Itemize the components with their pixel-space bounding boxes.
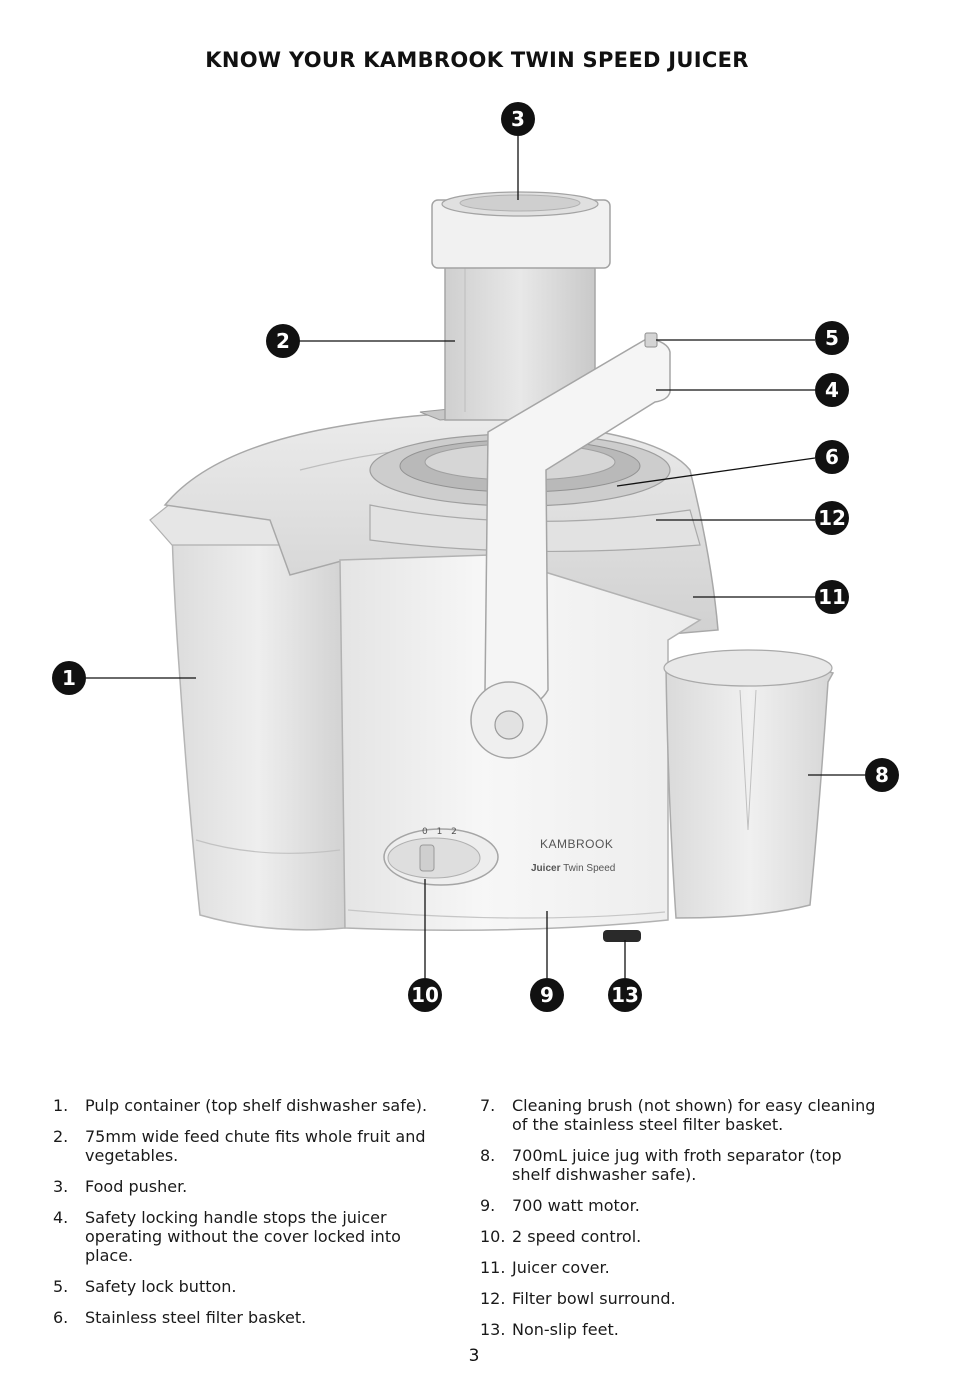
- callout-label: 13: [611, 983, 639, 1007]
- list-item-number: 9.: [480, 1196, 496, 1215]
- list-item: 4. Safety locking handle stops the juicer…: [53, 1208, 453, 1265]
- list-item-number: 5.: [53, 1277, 69, 1296]
- callout-12: 12: [815, 501, 849, 535]
- callout-label: 2: [276, 329, 290, 353]
- juice-jug: [663, 649, 835, 919]
- list-item: 7. Cleaning brush (not shown) for easy cl…: [480, 1096, 880, 1134]
- list-item-number: 4.: [53, 1208, 69, 1227]
- list-item-text: 700 watt motor.: [512, 1196, 640, 1215]
- list-item-text: Non-slip feet.: [512, 1320, 619, 1339]
- speed-control: 0 1 2: [383, 827, 499, 886]
- list-item: 9. 700 watt motor.: [480, 1196, 880, 1215]
- callout-label: 4: [825, 378, 839, 402]
- juicer-diagram: 0 1 2 KAMBROOK Juicer Twin Speed 1 2 3 4…: [52, 102, 899, 1012]
- list-item-text: Food pusher.: [85, 1177, 188, 1196]
- list-item-number: 12.: [480, 1289, 506, 1308]
- list-item: 13. Non-slip feet.: [480, 1320, 880, 1339]
- pulp-container: [149, 499, 346, 931]
- list-item: 12. Filter bowl surround.: [480, 1289, 880, 1308]
- callout-8: 8: [865, 758, 899, 792]
- list-item: 5. Safety lock button.: [53, 1277, 453, 1296]
- model-label: Juicer Twin Speed: [531, 863, 615, 874]
- list-item-number: 10.: [480, 1227, 506, 1246]
- callout-6: 6: [815, 440, 849, 474]
- list-item-text: Filter bowl surround.: [512, 1289, 676, 1308]
- list-item-text: 700mL juice jug with froth separator (to…: [512, 1146, 842, 1184]
- list-item-number: 13.: [480, 1320, 506, 1339]
- speed-marks: 0 1 2: [422, 827, 460, 837]
- callout-label: 9: [540, 983, 554, 1007]
- list-item: 10. 2 speed control.: [480, 1227, 880, 1246]
- list-item-number: 7.: [480, 1096, 496, 1115]
- callout-13: 13: [608, 978, 642, 1012]
- callout-3: 3: [501, 102, 535, 136]
- list-item-text: Pulp container (top shelf dishwasher saf…: [85, 1096, 428, 1115]
- callout-10: 10: [408, 978, 442, 1012]
- list-item-text: 75mm wide feed chute fits whole fruit an…: [85, 1127, 426, 1165]
- list-item: 11. Juicer cover.: [480, 1258, 880, 1277]
- callout-label: 5: [825, 326, 839, 350]
- callout-11: 11: [815, 580, 849, 614]
- callout-label: 6: [825, 445, 839, 469]
- callout-5: 5: [815, 321, 849, 355]
- list-item-text: Safety locking handle stops the juicer o…: [85, 1208, 401, 1265]
- list-item-number: 8.: [480, 1146, 496, 1165]
- list-item-text: Stainless steel filter basket.: [85, 1308, 307, 1327]
- callout-label: 11: [818, 585, 846, 609]
- callout-label: 1: [62, 666, 76, 690]
- safety-locking-handle: [470, 332, 671, 759]
- food-pusher: [431, 191, 611, 269]
- list-item-number: 3.: [53, 1177, 69, 1196]
- callout-9: 9: [530, 978, 564, 1012]
- list-item-number: 2.: [53, 1127, 69, 1146]
- list-item-number: 11.: [480, 1258, 506, 1277]
- model-label-strong: Juicer: [531, 863, 561, 874]
- list-item-number: 6.: [53, 1308, 69, 1327]
- non-slip-foot: [603, 930, 641, 942]
- callout-4: 4: [815, 373, 849, 407]
- list-item: 3. Food pusher.: [53, 1177, 453, 1196]
- list-item: 8. 700mL juice jug with froth separator (…: [480, 1146, 880, 1184]
- callout-1: 1: [52, 661, 86, 695]
- list-item: 6. Stainless steel filter basket.: [53, 1308, 453, 1327]
- page-title: KNOW YOUR KAMBROOK TWIN SPEED JUICER: [205, 48, 749, 72]
- callout-label: 8: [875, 763, 889, 787]
- brand-label: KAMBROOK: [540, 837, 613, 851]
- list-item: 2. 75mm wide feed chute fits whole fruit …: [53, 1127, 453, 1165]
- leader-lines: [86, 136, 865, 978]
- list-item-text: Cleaning brush (not shown) for easy clea…: [512, 1096, 876, 1134]
- callout-label: 10: [411, 983, 439, 1007]
- feature-list-left: 1. Pulp container (top shelf dishwasher s…: [53, 1096, 453, 1339]
- list-item-text: 2 speed control.: [512, 1227, 642, 1246]
- callout-label: 3: [511, 107, 525, 131]
- model-label-light: Twin Speed: [563, 863, 615, 874]
- callout-label: 12: [818, 506, 846, 530]
- list-item-number: 1.: [53, 1096, 69, 1115]
- callout-2: 2: [266, 324, 300, 358]
- list-item: 1. Pulp container (top shelf dishwasher s…: [53, 1096, 453, 1115]
- page-number: 3: [468, 1346, 480, 1366]
- feature-list-right: 7. Cleaning brush (not shown) for easy cl…: [480, 1096, 880, 1351]
- list-item-text: Juicer cover.: [512, 1258, 610, 1277]
- list-item-text: Safety lock button.: [85, 1277, 237, 1296]
